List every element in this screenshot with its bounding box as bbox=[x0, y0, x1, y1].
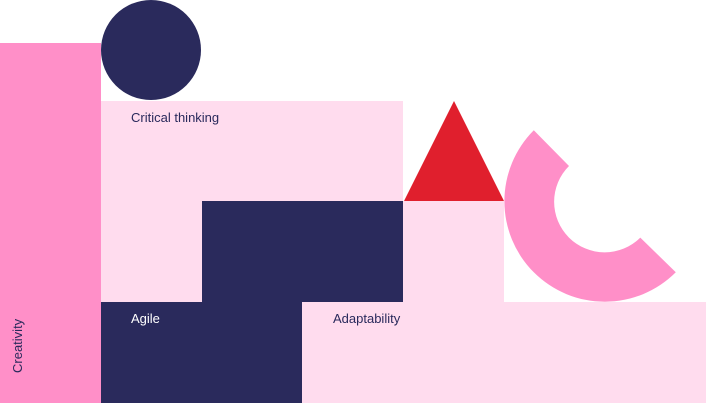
adaptability-label: Adaptability bbox=[333, 311, 401, 326]
creativity-block bbox=[0, 43, 101, 403]
triangle-pedestal-block bbox=[403, 201, 504, 302]
red-triangle-shape bbox=[404, 101, 504, 201]
navy-circle-shape bbox=[101, 0, 201, 100]
navy-upper-step-block bbox=[202, 201, 403, 302]
creativity-label: Creativity bbox=[10, 318, 25, 373]
agile-block bbox=[101, 302, 302, 403]
critical-thinking-label: Critical thinking bbox=[131, 110, 220, 125]
pink-ring-arc-shape bbox=[504, 130, 676, 302]
agile-label: Agile bbox=[131, 311, 160, 326]
adaptability-block bbox=[302, 302, 706, 403]
